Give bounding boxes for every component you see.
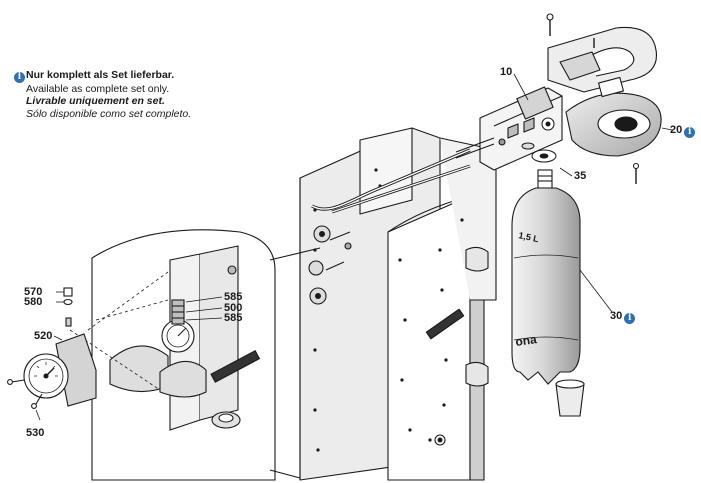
note-line-french: Livrable uniquement en set. bbox=[26, 95, 165, 108]
water-bottle bbox=[511, 169, 585, 417]
callout-570: 570 bbox=[24, 286, 43, 298]
info-icon: i bbox=[14, 72, 25, 83]
callout-530: 530 bbox=[26, 427, 45, 439]
callout-500: 500 bbox=[224, 302, 243, 314]
main-housing bbox=[217, 127, 497, 481]
bottle-volume-label: 1,5 L bbox=[518, 230, 541, 244]
note-line-spanish: Sólo disponible como set completo. bbox=[26, 107, 192, 120]
info-icon: i bbox=[684, 127, 696, 138]
callout-20-text: 20 bbox=[670, 124, 683, 136]
brew-unit bbox=[455, 86, 563, 171]
callout-35: 35 bbox=[574, 170, 587, 182]
washer-35 bbox=[521, 142, 557, 163]
callout-585-bottom: 585 bbox=[224, 312, 243, 324]
callout-30-text: 30 bbox=[610, 310, 623, 322]
info-icon: i bbox=[624, 313, 636, 324]
callout-585-top: 585 bbox=[224, 291, 243, 303]
callout-10: 10 bbox=[500, 66, 513, 78]
detail-callout-bubble bbox=[69, 229, 321, 481]
callout-580: 580 bbox=[24, 296, 43, 308]
bottle-brand-text: ona bbox=[514, 332, 537, 349]
pressure-gauge bbox=[7, 287, 97, 409]
lid-assembly bbox=[546, 13, 662, 184]
note-text-german: Nur komplett als Set lieferbar. bbox=[26, 69, 175, 81]
leader-lines bbox=[35, 73, 673, 421]
callout-520: 520 bbox=[34, 330, 53, 342]
note-line-english: Available as complete set only. bbox=[26, 83, 170, 95]
